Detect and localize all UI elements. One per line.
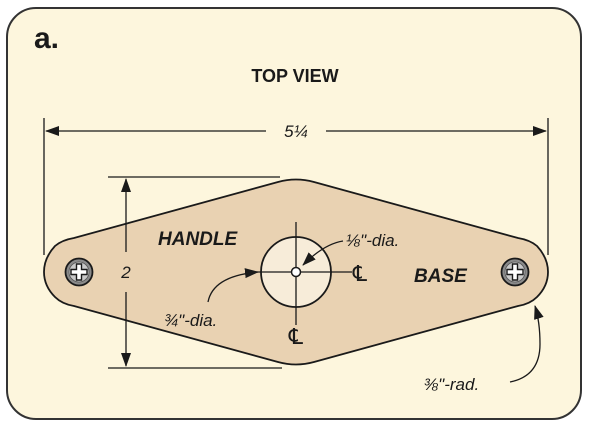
small-hole-callout: ⅛"-dia.	[346, 231, 399, 250]
phillips-screw-icon	[64, 257, 94, 287]
page-title: TOP VIEW	[251, 66, 338, 86]
centerline-symbol: ℄	[352, 261, 368, 286]
radius-callout: ⅜"-rad.	[424, 375, 479, 394]
large-hole-leader	[207, 268, 259, 303]
figure-letter: a.	[34, 22, 59, 55]
small-hole	[290, 266, 302, 278]
centerline-symbol: ℄	[288, 324, 304, 349]
width-dimension: 2	[120, 263, 131, 282]
large-hole-callout: ¾"-dia.	[164, 311, 217, 330]
base-label: BASE	[414, 266, 468, 287]
radius-leader	[509, 305, 544, 383]
length-dimension: 5¼	[284, 122, 308, 141]
small-hole-leader	[302, 240, 344, 266]
phillips-screw-icon	[500, 257, 530, 287]
handle-label: HANDLE	[158, 229, 238, 250]
